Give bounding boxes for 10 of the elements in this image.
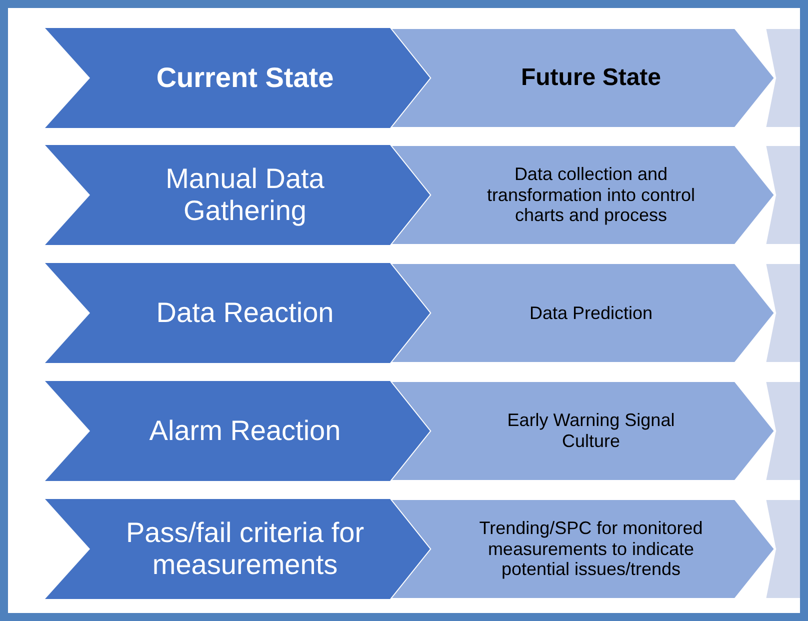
current-state-label: Data Reaction — [156, 296, 334, 330]
future-state-label: Data collection and transformation into control charts and process — [486, 164, 696, 226]
current-state-label: Current State — [156, 62, 334, 94]
current-state-label: Pass/fail criteria for measurements — [124, 516, 366, 582]
current-state-label: Alarm Reaction — [149, 414, 341, 448]
future-state-label: Future State — [520, 64, 661, 92]
future-state-label: Early Warning Signal Culture — [506, 410, 676, 452]
current-state-label: Manual Data Gathering — [164, 162, 326, 228]
future-state-label: Trending/SPC for monitored measurements to indicate potential issues/trends — [478, 518, 704, 580]
future-state-label: Data Prediction — [529, 302, 653, 324]
